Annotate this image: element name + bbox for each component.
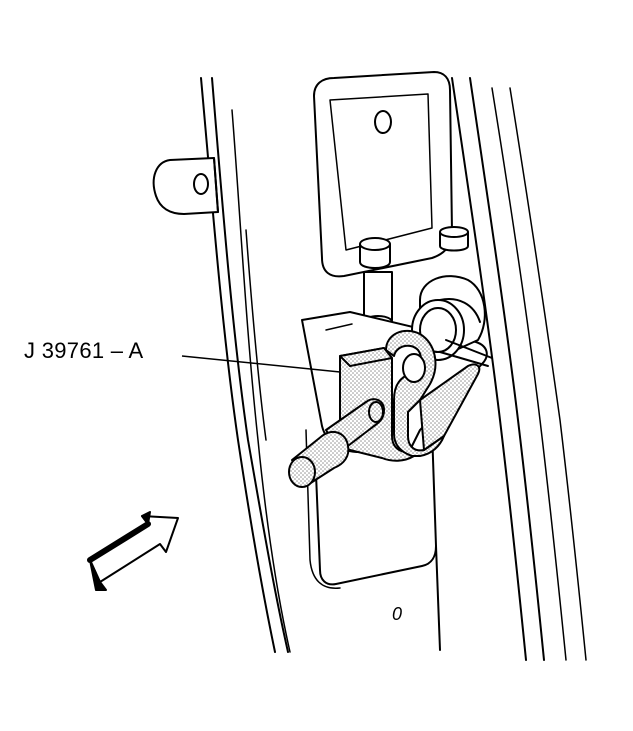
hinge-roller [411,275,493,367]
tool-callout-label: J 39761 – A [24,338,144,363]
mounting-tab [152,157,219,215]
part-mark: 0 [392,604,402,624]
upper-hinge-strap [313,71,469,278]
door-frame-right [451,77,587,661]
callout-leader [181,355,341,373]
door-panel [305,429,441,651]
j39761a-tool [288,329,481,488]
view-direction-arrow [87,511,179,591]
